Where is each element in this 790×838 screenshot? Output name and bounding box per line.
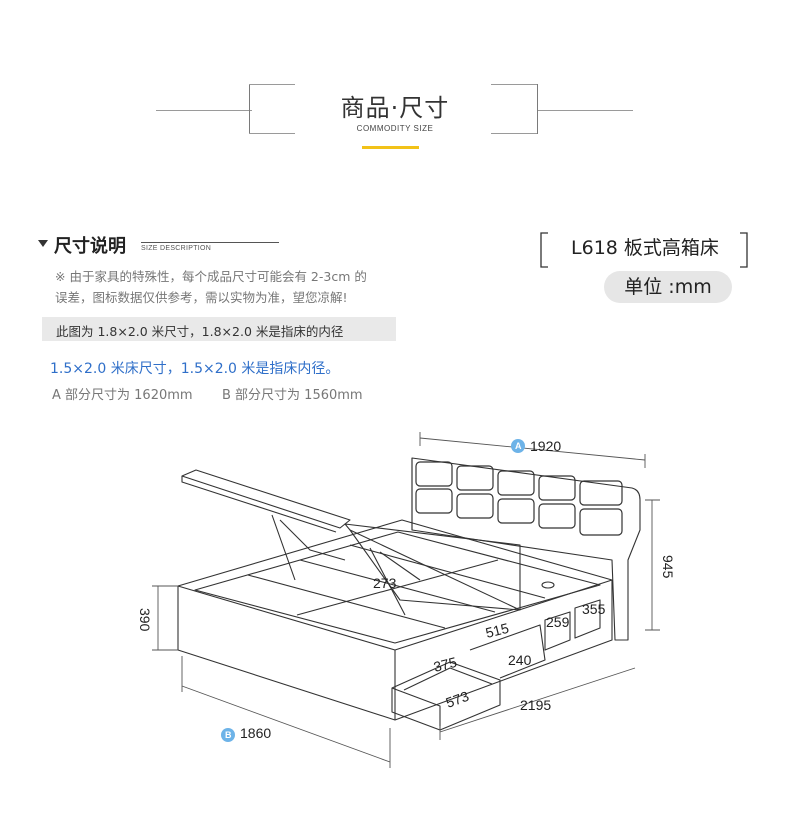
dim-width-b: 1860 bbox=[240, 725, 271, 741]
lift-panel-right-front bbox=[349, 529, 521, 611]
storage-inner bbox=[194, 531, 601, 644]
lift-panel-left bbox=[181, 469, 351, 529]
section-rule bbox=[141, 242, 279, 243]
headboard bbox=[411, 457, 641, 641]
title-accent-bar bbox=[362, 146, 419, 149]
storage-divider-mid bbox=[296, 559, 499, 616]
header-rule-left bbox=[156, 110, 252, 111]
section-subtitle: SIZE DESCRIPTION bbox=[141, 245, 212, 252]
badge-a-icon bbox=[511, 439, 525, 453]
lift-panel-left-edge bbox=[181, 476, 337, 533]
dim-bed-height: 390 bbox=[137, 608, 153, 632]
highlight-bar bbox=[42, 317, 396, 341]
dim-width-a: 1920 bbox=[530, 438, 561, 454]
side-drawer-1 bbox=[544, 611, 571, 651]
badge-a-label: A bbox=[515, 441, 522, 451]
side-drawer-2 bbox=[574, 599, 601, 639]
dim-drawer-side-a: 355 bbox=[582, 601, 606, 617]
dim-headboard-height: 945 bbox=[660, 555, 676, 579]
highlight-text: 此图为 1.8×2.0 米尺寸，1.8×2.0 米是指床的内径 bbox=[56, 324, 344, 339]
dim-strut: 273 bbox=[373, 575, 397, 591]
header-bracket-right-top bbox=[491, 84, 537, 85]
drawer-front bbox=[391, 687, 441, 730]
drawer bbox=[391, 661, 501, 731]
header-bracket-right bbox=[537, 84, 538, 134]
page-title: 商品·尺寸 bbox=[340, 94, 450, 122]
part-b-note: B 部分尺寸为 1560mm bbox=[222, 388, 363, 403]
model-name: L618 板式高箱床 bbox=[571, 237, 719, 259]
blue-note: 1.5×2.0 米床尺寸，1.5×2.0 米是指床内径。 bbox=[50, 361, 340, 377]
headboard-cushions bbox=[415, 461, 623, 536]
dim-drawer-height: 240 bbox=[508, 652, 532, 668]
page-subtitle: COMMODITY SIZE bbox=[356, 124, 434, 133]
lift-handle bbox=[541, 581, 555, 589]
badge-b-icon bbox=[221, 728, 235, 742]
drawer-top-inner bbox=[403, 667, 493, 691]
gas-strut-left bbox=[271, 514, 346, 581]
dim-drawer-depth: 573 bbox=[444, 688, 472, 711]
note-line-1: ※ 由于家具的特殊性，每个成品尺寸可能会有 2-3cm 的 bbox=[55, 269, 367, 284]
model-frame bbox=[540, 232, 748, 268]
header-bracket-left-bottom bbox=[249, 133, 295, 134]
header-bracket-left-top bbox=[249, 84, 295, 85]
storage-divider-2 bbox=[299, 559, 496, 613]
section-title: 尺寸说明 bbox=[54, 236, 126, 257]
drawer-side-2 bbox=[469, 624, 546, 679]
dim-drawer-side-b: 259 bbox=[546, 614, 570, 630]
gas-strut-right bbox=[369, 547, 421, 616]
unit-label: 单位 :mm bbox=[604, 271, 732, 303]
header-bracket-left bbox=[249, 84, 250, 134]
dim-drawer-inner: 375 bbox=[432, 654, 459, 675]
header-rule-right bbox=[537, 110, 633, 111]
badge-b-label: B bbox=[225, 730, 232, 740]
dim-length: 2195 bbox=[520, 697, 551, 713]
triangle-bullet-icon bbox=[38, 240, 48, 247]
part-a-note: A 部分尺寸为 1620mm bbox=[52, 388, 193, 403]
header-bracket-right-bottom bbox=[491, 133, 537, 134]
note-line-2: 误差，图标数据仅供参考，需以实物为准，望您凉解! bbox=[55, 290, 348, 305]
dim-drawer-width: 515 bbox=[484, 620, 511, 641]
